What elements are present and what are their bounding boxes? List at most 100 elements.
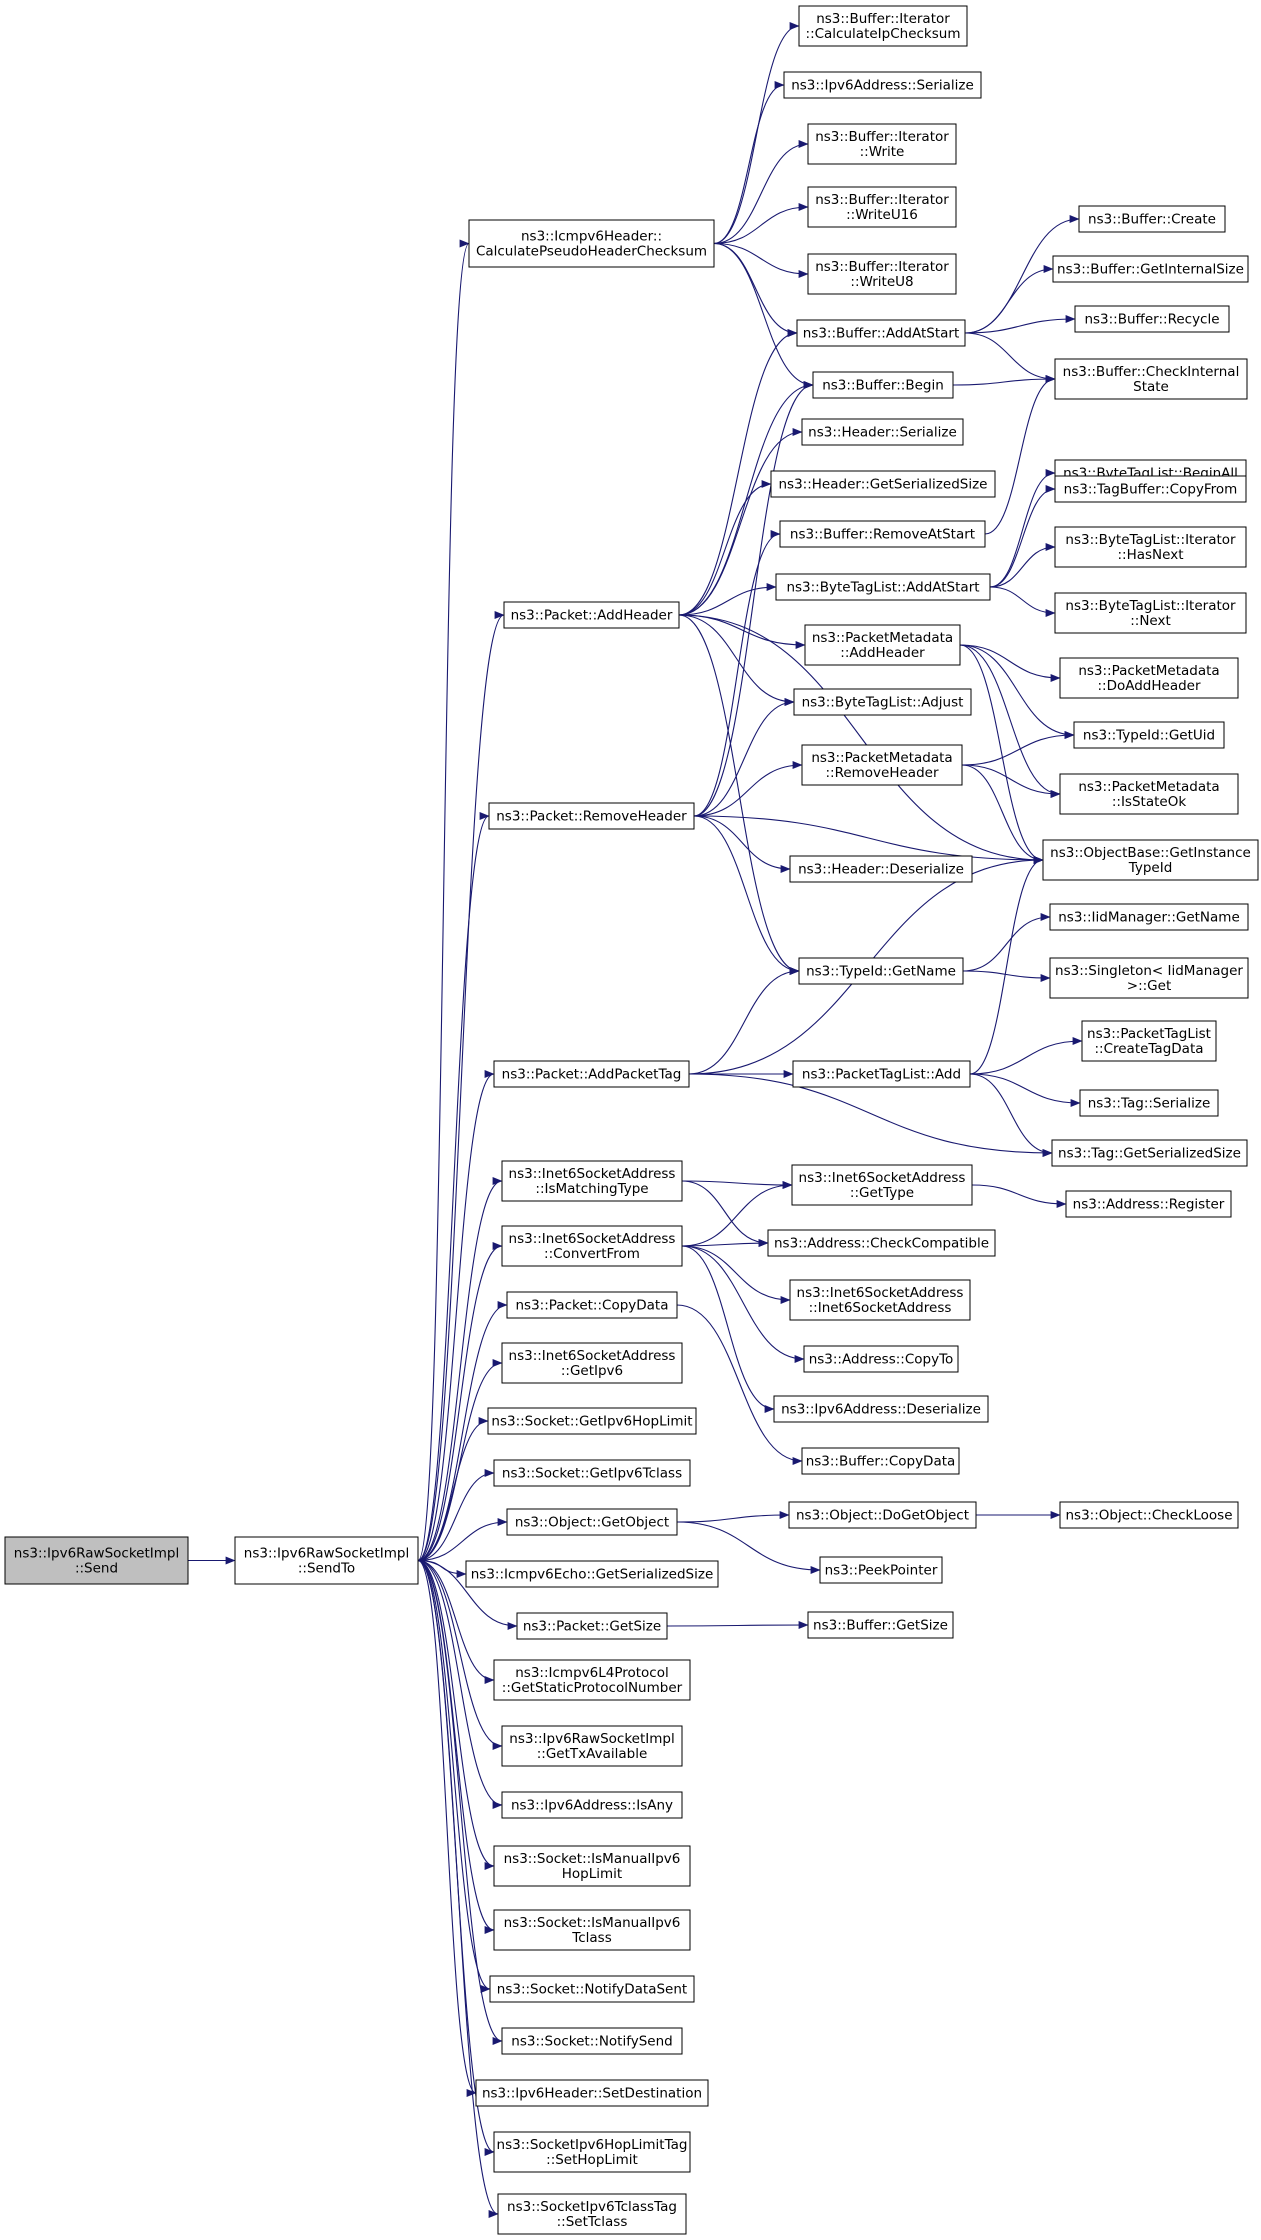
edge-calcpseudo-to-bufaddatstart — [713, 242, 798, 337]
node-objgetobj[interactable]: ns3::Object::GetObject — [506, 1508, 678, 1536]
node-btladjust[interactable]: ns3::ByteTagList::Adjust — [793, 688, 972, 716]
node-label-line: ns3::Buffer::Create — [1088, 212, 1216, 228]
node-box — [789, 855, 973, 883]
node-objcheck[interactable]: ns3::Object::CheckLoose — [1059, 1501, 1239, 1529]
node-pktgetsize[interactable]: ns3::Packet::GetSize — [516, 1612, 668, 1640]
node-i6ismatch[interactable]: ns3::Inet6SocketAddress::IsMatchingType — [501, 1160, 683, 1202]
edge-pmremove-to-typeiduid — [961, 731, 1075, 766]
node-bufrecycle[interactable]: ns3::Buffer::Recycle — [1074, 305, 1230, 333]
node-bufbegin[interactable]: ns3::Buffer::Begin — [812, 371, 954, 399]
node-itwriteu8[interactable]: ns3::Buffer::Iterator::WriteU8 — [807, 253, 957, 295]
node-pmaddhdr[interactable]: ns3::PacketMetadata::AddHeader — [804, 624, 961, 666]
node-hdrdeser[interactable]: ns3::Header::Deserialize — [789, 855, 973, 883]
edge-pktaddhdr-to-btladjust — [678, 614, 795, 706]
node-ipv6deser[interactable]: ns3::Ipv6Address::Deserialize — [773, 1395, 989, 1423]
node-itwriteu16[interactable]: ns3::Buffer::Iterator::WriteU16 — [807, 186, 957, 228]
node-label-line: ns3::TagBuffer::CopyFrom — [1064, 482, 1238, 498]
node-settclass[interactable]: ns3::SocketIpv6TclassTag::SetTclass — [497, 2193, 687, 2235]
node-box — [1049, 957, 1249, 999]
node-sendto[interactable]: ns3::Ipv6RawSocketImpl::SendTo — [234, 1536, 419, 1585]
node-pktaddhdr[interactable]: ns3::Packet::AddHeader — [503, 601, 680, 629]
node-txavail[interactable]: ns3::Ipv6RawSocketImpl::GetTxAvailable — [501, 1725, 683, 1767]
node-hdrsize[interactable]: ns3::Header::GetSerializedSize — [770, 470, 996, 498]
edge-pmaddhdr-to-objinst — [959, 644, 1044, 864]
node-icmpproto[interactable]: ns3::Icmpv6L4Protocol::GetStaticProtocol… — [493, 1659, 691, 1701]
node-bufgetsize[interactable]: ns3::Buffer::GetSize — [807, 1611, 954, 1639]
node-pktaddtag[interactable]: ns3::Packet::AddPacketTag — [493, 1060, 690, 1088]
node-i6getipv6[interactable]: ns3::Inet6SocketAddress::GetIpv6 — [501, 1342, 683, 1384]
node-addrcheck[interactable]: ns3::Address::CheckCompatible — [767, 1229, 996, 1257]
edge-objgetobj-to-objdoget — [676, 1511, 790, 1523]
node-objdoget[interactable]: ns3::Object::DoGetObject — [788, 1501, 977, 1529]
node-label-line: ns3::Address::Register — [1073, 1197, 1225, 1213]
node-box — [493, 2131, 691, 2173]
node-i6gettype[interactable]: ns3::Inet6SocketAddress::GetType — [791, 1164, 973, 1206]
node-ptladd[interactable]: ns3::PacketTagList::Add — [792, 1060, 971, 1088]
edge-sendto-to-txavail — [417, 1559, 503, 1750]
node-label-line: ns3::Ipv6RawSocketImpl — [244, 1546, 409, 1562]
node-label-line: ns3::Inet6SocketAddress — [797, 1285, 964, 1301]
node-calcpseudo[interactable]: ns3::Icmpv6Header::CalculatePseudoHeader… — [468, 219, 715, 268]
node-label-line: ns3::Address::CopyTo — [809, 1352, 954, 1368]
node-calcip[interactable]: ns3::Buffer::Iterator::CalculateIpChecks… — [798, 5, 968, 47]
node-bufinternal[interactable]: ns3::Buffer::GetInternalSize — [1052, 255, 1249, 283]
node-ipv6ser[interactable]: ns3::Ipv6Address::Serialize — [783, 71, 982, 99]
node-btlhasnext[interactable]: ns3::ByteTagList::Iterator::HasNext — [1054, 526, 1247, 568]
edge-btladdatstart-to-btlbeginall — [989, 469, 1056, 588]
node-pktcopy[interactable]: ns3::Packet::CopyData — [506, 1291, 678, 1319]
node-label-line: HopLimit — [562, 1866, 622, 1882]
node-notifysend[interactable]: ns3::Socket::NotifySend — [501, 2027, 683, 2055]
node-tagsize[interactable]: ns3::Tag::GetSerializedSize — [1051, 1139, 1248, 1167]
node-addrcopyto[interactable]: ns3::Address::CopyTo — [803, 1345, 959, 1373]
node-label-line: ns3::Object::GetObject — [515, 1515, 669, 1531]
node-box — [501, 1725, 683, 1767]
node-echosize[interactable]: ns3::Icmpv6Echo::GetSerializedSize — [465, 1560, 719, 1588]
edge-typeidname-to-iidgetname — [962, 913, 1051, 972]
node-pktremovehdr[interactable]: ns3::Packet::RemoveHeader — [488, 802, 695, 830]
node-sockhoplimit[interactable]: ns3::Socket::GetIpv6HopLimit — [487, 1407, 697, 1435]
node-bufcreate[interactable]: ns3::Buffer::Create — [1078, 205, 1226, 233]
node-label-line: ns3::PacketMetadata — [812, 630, 953, 646]
node-iidgetname[interactable]: ns3::IidManager::GetName — [1049, 903, 1249, 931]
node-itwrite[interactable]: ns3::Buffer::Iterator::Write — [807, 123, 957, 165]
node-ptlcreate[interactable]: ns3::PacketTagList::CreateTagData — [1081, 1020, 1217, 1062]
node-addrreg[interactable]: ns3::Address::Register — [1065, 1190, 1232, 1218]
node-typeidname[interactable]: ns3::TypeId::GetName — [798, 957, 964, 985]
edge-sendto-to-pktaddhdr — [417, 611, 505, 1562]
node-bufremove[interactable]: ns3::Buffer::RemoveAtStart — [779, 520, 986, 548]
edge-sendto-to-pktcopy — [417, 1301, 508, 1562]
node-hdrser[interactable]: ns3::Header::Serialize — [801, 418, 964, 446]
node-sethop[interactable]: ns3::SocketIpv6HopLimitTag::SetHopLimit — [493, 2131, 691, 2173]
node-pmstateok[interactable]: ns3::PacketMetadata::IsStateOk — [1059, 773, 1239, 815]
node-send[interactable]: ns3::Ipv6RawSocketImpl::Send — [4, 1536, 189, 1585]
node-label-line: ns3::Inet6SocketAddress — [509, 1231, 676, 1247]
node-i6convert[interactable]: ns3::Inet6SocketAddress::ConvertFrom — [501, 1225, 683, 1267]
node-btlnext[interactable]: ns3::ByteTagList::Iterator::Next — [1054, 592, 1247, 634]
node-box — [1054, 526, 1247, 568]
node-box — [501, 1342, 683, 1384]
node-socktclass[interactable]: ns3::Socket::GetIpv6Tclass — [493, 1459, 691, 1487]
node-bufaddatstart[interactable]: ns3::Buffer::AddAtStart — [796, 319, 966, 347]
node-typeiduid[interactable]: ns3::TypeId::GetUid — [1073, 721, 1225, 749]
node-tagser[interactable]: ns3::Tag::Serialize — [1079, 1089, 1219, 1117]
node-singleton[interactable]: ns3::Singleton< IidManager>::Get — [1049, 957, 1249, 999]
node-bufcopydata[interactable]: ns3::Buffer::CopyData — [801, 1447, 960, 1475]
node-label-line: ns3::Header::Serialize — [808, 425, 957, 441]
node-i6ctor[interactable]: ns3::Inet6SocketAddress::Inet6SocketAddr… — [789, 1279, 971, 1321]
node-pmdoadd[interactable]: ns3::PacketMetadata::DoAddHeader — [1059, 657, 1239, 699]
node-peekptr[interactable]: ns3::PeekPointer — [819, 1556, 943, 1584]
node-setdest[interactable]: ns3::Ipv6Header::SetDestination — [475, 2079, 709, 2107]
node-box — [1079, 1089, 1219, 1117]
node-ipv6isany[interactable]: ns3::Ipv6Address::IsAny — [501, 1791, 683, 1819]
node-label-line: ns3::Buffer::CopyData — [806, 1454, 956, 1470]
node-tagbufcopy[interactable]: ns3::TagBuffer::CopyFrom — [1054, 475, 1247, 503]
node-pmremove[interactable]: ns3::PacketMetadata::RemoveHeader — [801, 744, 963, 786]
node-btladdatstart[interactable]: ns3::ByteTagList::AddAtStart — [775, 573, 991, 601]
node-label-line: ns3::Packet::CopyData — [515, 1298, 668, 1314]
node-box — [488, 802, 695, 830]
node-notifydata[interactable]: ns3::Socket::NotifyDataSent — [489, 1975, 695, 2003]
